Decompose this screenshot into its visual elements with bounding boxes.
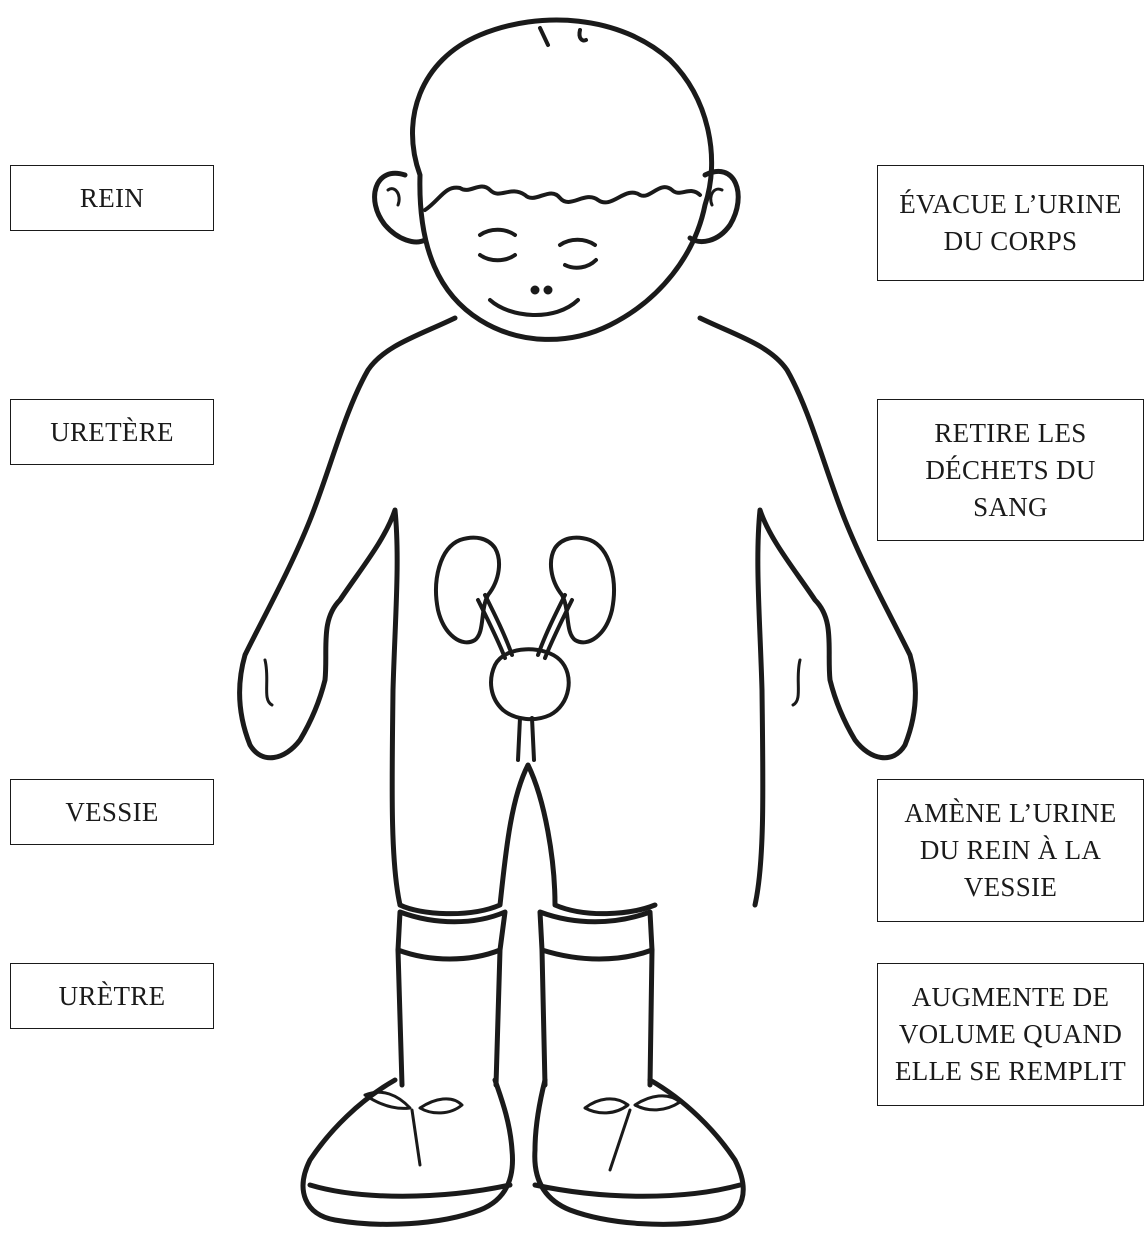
definition-box-augmente[interactable]: AUGMENTE DE VOLUME QUAND ELLE SE REMPLIT	[877, 963, 1144, 1106]
definition-label: AUGMENTE DE VOLUME QUAND ELLE SE REMPLIT	[895, 979, 1126, 1090]
definition-box-amene[interactable]: AMÈNE L’URINE DU REIN À LA VESSIE	[877, 779, 1144, 922]
shoes	[303, 1080, 743, 1224]
term-label: REIN	[80, 180, 144, 217]
definition-label: AMÈNE L’URINE DU REIN À LA VESSIE	[904, 795, 1116, 906]
body	[240, 318, 916, 914]
bladder	[491, 649, 569, 719]
term-box-uretre[interactable]: URÈTRE	[10, 963, 214, 1029]
head	[375, 20, 739, 339]
definition-label: ÉVACUE L’URINE DU CORPS	[899, 186, 1121, 260]
definition-box-retire[interactable]: RETIRE LES DÉCHETS DU SANG	[877, 399, 1144, 541]
socks	[398, 912, 652, 1085]
term-label: URÈTRE	[59, 978, 166, 1015]
term-box-uretere[interactable]: URETÈRE	[10, 399, 214, 465]
term-label: URETÈRE	[50, 414, 174, 451]
definition-label: RETIRE LES DÉCHETS DU SANG	[925, 415, 1095, 526]
definition-box-evacue[interactable]: ÉVACUE L’URINE DU CORPS	[877, 165, 1144, 281]
urethra	[518, 718, 534, 760]
term-box-vessie[interactable]: VESSIE	[10, 779, 214, 845]
term-box-rein[interactable]: REIN	[10, 165, 214, 231]
urinary-system	[436, 538, 614, 760]
term-label: VESSIE	[65, 794, 158, 831]
